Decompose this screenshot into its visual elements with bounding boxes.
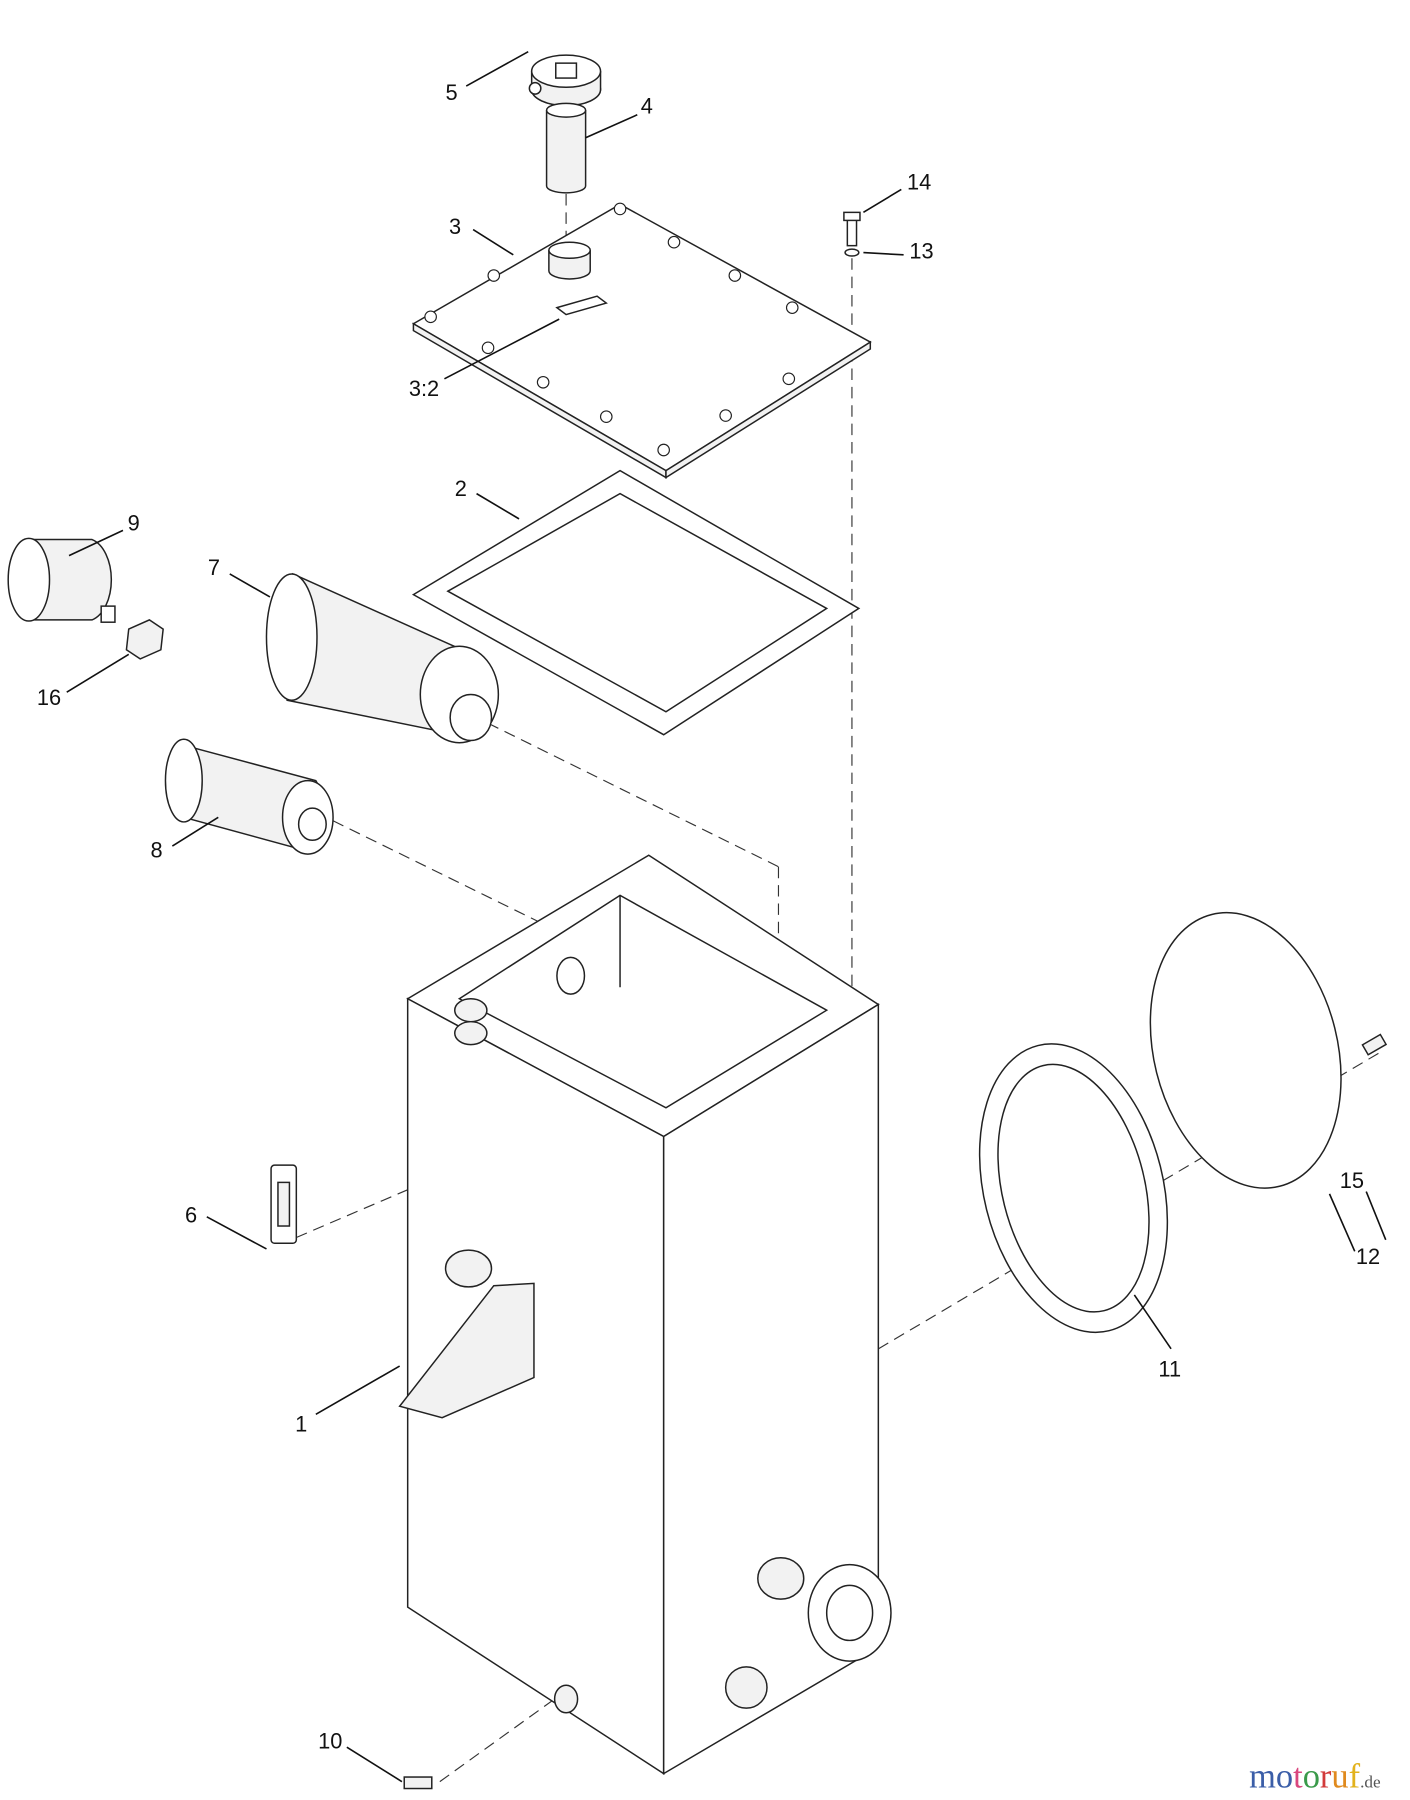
callout-15: 15 (1340, 1168, 1364, 1193)
callout-3-2: 3:2 (409, 376, 439, 401)
callout-3: 3 (449, 214, 461, 239)
washer (844, 248, 860, 257)
callout-16: 16 (37, 685, 61, 710)
wm-letter: o (1303, 1757, 1320, 1795)
hydraulic-tank (398, 854, 892, 1775)
round-cover (1149, 911, 1342, 1189)
watermark-logo: motoruf.de (1249, 1757, 1381, 1795)
wm-letter: u (1331, 1757, 1348, 1795)
drain-fitting (403, 1776, 433, 1790)
callout-1: 1 (295, 1412, 307, 1437)
leader-lines (66, 50, 1387, 1783)
callout-8: 8 (151, 838, 163, 863)
callout-11: 11 (1158, 1356, 1181, 1381)
cover-plate (411, 202, 872, 479)
fitting-16 (125, 619, 164, 660)
bolt (843, 211, 861, 247)
filler-cap (528, 54, 602, 107)
filter-7 (265, 572, 500, 744)
callout-6: 6 (185, 1203, 197, 1228)
wm-letter: o (1276, 1757, 1293, 1795)
callout-7: 7 (208, 555, 220, 580)
callout-9: 9 (128, 510, 140, 535)
wm-suffix: .de (1360, 1772, 1381, 1791)
cover-bolt (1361, 1033, 1388, 1056)
round-gasket (978, 1043, 1169, 1334)
callout-4: 4 (641, 94, 653, 119)
wm-letter: r (1320, 1757, 1332, 1795)
gasket (411, 469, 861, 736)
filler-tube (545, 102, 587, 194)
callout-5: 5 (446, 80, 458, 105)
filter-9 (7, 537, 116, 623)
callout-13: 13 (909, 238, 933, 263)
callout-12: 12 (1356, 1244, 1380, 1269)
wm-letter: f (1349, 1757, 1361, 1795)
callout-14: 14 (907, 169, 931, 194)
sight-gauge (270, 1164, 298, 1244)
wm-letter: m (1249, 1757, 1276, 1795)
wm-letter: t (1293, 1757, 1303, 1795)
filter-8 (164, 738, 334, 855)
callout-10: 10 (318, 1728, 342, 1753)
callout-2: 2 (455, 476, 467, 501)
